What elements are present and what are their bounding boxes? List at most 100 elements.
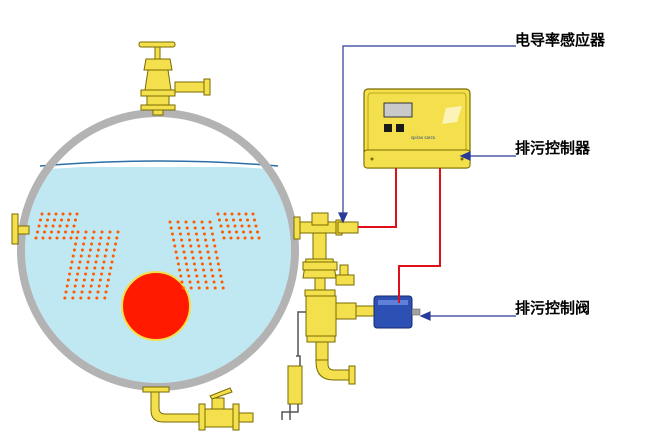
bubble bbox=[104, 290, 108, 294]
bubble bbox=[47, 212, 51, 216]
bubble bbox=[111, 254, 115, 258]
bubble bbox=[205, 286, 209, 290]
small-side-valve-icon bbox=[335, 264, 355, 286]
bubble bbox=[40, 212, 44, 216]
bubble bbox=[243, 236, 247, 240]
bubble bbox=[208, 262, 212, 266]
bubble bbox=[213, 286, 217, 290]
bubble bbox=[230, 212, 234, 216]
bubble bbox=[90, 242, 94, 246]
bubble bbox=[75, 212, 79, 216]
bubble bbox=[170, 232, 174, 236]
bubble bbox=[176, 262, 180, 266]
bubble bbox=[191, 256, 195, 260]
controller-brand-text: spirax sarco bbox=[411, 135, 436, 140]
bubble bbox=[189, 244, 193, 248]
bubble bbox=[83, 236, 87, 240]
bubble bbox=[186, 268, 190, 272]
bubble bbox=[178, 232, 182, 236]
bubble bbox=[189, 286, 193, 290]
bubble bbox=[236, 236, 240, 240]
bubble bbox=[104, 248, 108, 252]
controller-icon: spirax sarco bbox=[363, 88, 471, 169]
bubble bbox=[74, 242, 78, 246]
bubble bbox=[198, 250, 202, 254]
bubble bbox=[251, 212, 255, 216]
bubble bbox=[76, 272, 80, 276]
bubble bbox=[97, 284, 101, 288]
bubble bbox=[98, 242, 102, 246]
bubble bbox=[179, 274, 183, 278]
bubble bbox=[112, 248, 116, 252]
bubble bbox=[80, 290, 84, 294]
bubble bbox=[215, 256, 219, 260]
bubble bbox=[197, 286, 201, 290]
bubble bbox=[221, 230, 224, 234]
bubble bbox=[100, 272, 104, 276]
bubble bbox=[74, 278, 78, 282]
bubble bbox=[201, 226, 205, 230]
bubble bbox=[200, 262, 204, 266]
bubble bbox=[88, 248, 92, 252]
bubble bbox=[72, 248, 76, 252]
bubble bbox=[96, 248, 100, 252]
bubble bbox=[177, 226, 181, 230]
bubble bbox=[72, 290, 76, 294]
bubble bbox=[195, 274, 199, 278]
bubble bbox=[172, 238, 176, 242]
bubble bbox=[74, 218, 77, 222]
bubble bbox=[256, 230, 259, 234]
bubble bbox=[48, 236, 52, 240]
bubble bbox=[73, 284, 77, 288]
bubble bbox=[110, 260, 114, 264]
bubble bbox=[90, 278, 94, 282]
bubble bbox=[103, 254, 107, 258]
bubble bbox=[187, 274, 191, 278]
bubble bbox=[95, 296, 99, 300]
bubble bbox=[58, 224, 62, 228]
bubble bbox=[84, 230, 88, 234]
bubble bbox=[79, 254, 83, 258]
bubble bbox=[237, 212, 241, 216]
bubble bbox=[51, 224, 55, 228]
bubble bbox=[71, 296, 75, 300]
bubble bbox=[178, 268, 182, 272]
bubble bbox=[194, 232, 198, 236]
bubble bbox=[199, 256, 203, 260]
bubble bbox=[193, 226, 197, 230]
bubble bbox=[96, 290, 100, 294]
bubble bbox=[239, 218, 242, 222]
bubble bbox=[71, 254, 75, 258]
bubble bbox=[66, 278, 70, 282]
bubble bbox=[84, 272, 88, 276]
bubble bbox=[70, 260, 74, 264]
bubble bbox=[55, 236, 59, 240]
bubble bbox=[93, 266, 97, 270]
bubble bbox=[253, 218, 256, 222]
bubble bbox=[235, 230, 238, 234]
bubble bbox=[64, 290, 68, 294]
signal-wires bbox=[358, 168, 441, 303]
bubble bbox=[210, 232, 214, 236]
bubble bbox=[174, 250, 178, 254]
bubble bbox=[61, 212, 65, 216]
bubble bbox=[95, 254, 99, 258]
bubble bbox=[60, 218, 63, 222]
bubble bbox=[62, 236, 66, 240]
bubble bbox=[229, 236, 233, 240]
bubble bbox=[207, 256, 211, 260]
bubble bbox=[219, 274, 223, 278]
bubble bbox=[209, 226, 213, 230]
bubble bbox=[46, 218, 49, 222]
bubble bbox=[106, 278, 110, 282]
bubble bbox=[68, 212, 72, 216]
bubble bbox=[94, 260, 98, 264]
bubble bbox=[184, 262, 188, 266]
bubble bbox=[92, 272, 96, 276]
bubble bbox=[82, 278, 86, 282]
bubble bbox=[244, 212, 248, 216]
label-blowdown-control-valve: 排污控制阀 bbox=[515, 299, 591, 317]
bubble bbox=[192, 262, 196, 266]
bubble bbox=[37, 224, 41, 228]
hot-core bbox=[121, 271, 191, 341]
